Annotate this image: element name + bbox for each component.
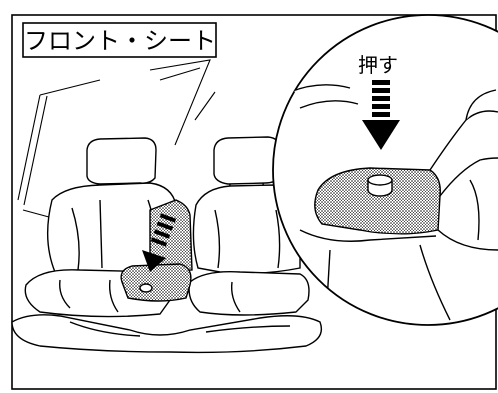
title-box: フロント・シート bbox=[22, 22, 217, 58]
down-arrow-icon bbox=[142, 213, 177, 272]
center-console bbox=[120, 199, 193, 302]
callout-label: 押す bbox=[358, 53, 398, 77]
detail-inset: 押す bbox=[272, 14, 498, 326]
title-label: フロント・シート bbox=[24, 27, 216, 55]
seat-base bbox=[11, 314, 323, 354]
right-seat bbox=[188, 136, 310, 316]
down-arrow-icon bbox=[362, 80, 400, 150]
